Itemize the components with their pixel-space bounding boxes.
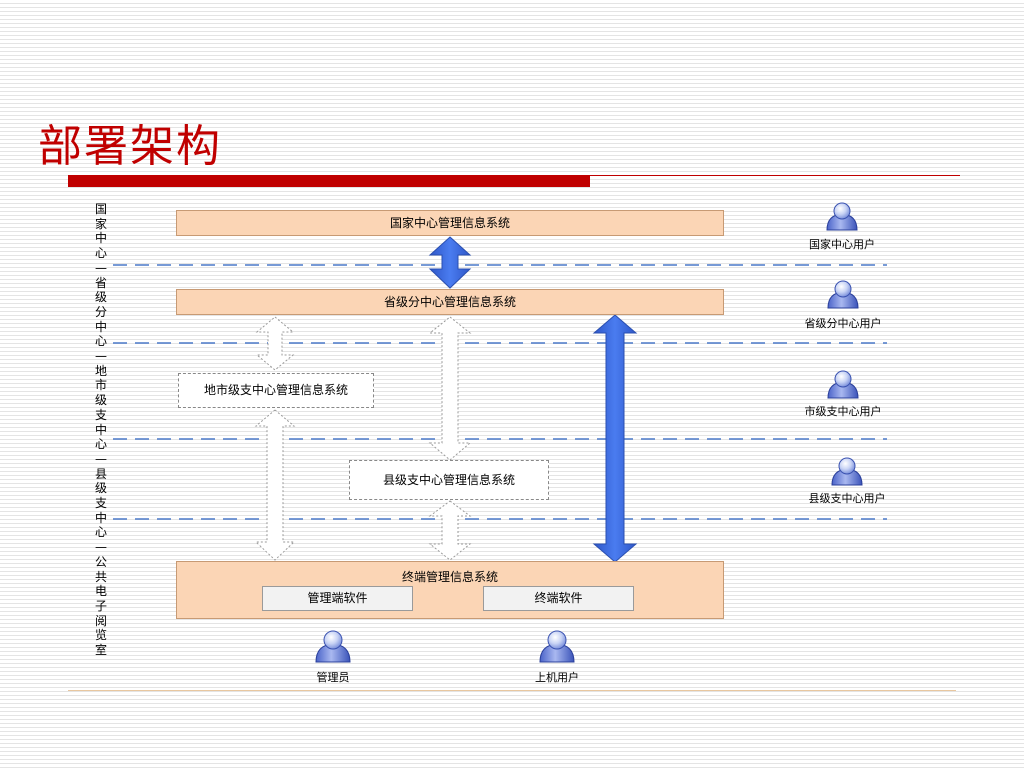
provincial-system-box: 省级分中心管理信息系统 xyxy=(176,289,724,315)
title-underline xyxy=(590,175,960,176)
person-icon xyxy=(827,280,859,309)
hierarchy-side-label: 国家中心—省级分中心—地市级支中心—县级支中心—公共电子阅览室 xyxy=(94,202,107,658)
county-system-box: 县级支中心管理信息系统 xyxy=(349,460,549,500)
slide-title: 部署架构 xyxy=(38,121,222,172)
title-accent-bar xyxy=(68,175,590,187)
terminal-software-box: 终端软件 xyxy=(483,586,634,611)
national-user-label: 国家中心用户 xyxy=(809,238,875,251)
terminal-system-box: 终端管理信息系统 xyxy=(176,561,724,619)
national-provincial-arrow xyxy=(428,236,472,289)
admin-software-box: 管理端软件 xyxy=(262,586,413,611)
provincial-county-arrow xyxy=(428,316,472,461)
person-icon xyxy=(831,457,863,486)
provincial-city-arrow xyxy=(255,316,295,371)
online-user-label: 上机用户 xyxy=(535,671,579,684)
city-terminal-arrow xyxy=(254,409,296,561)
city-user-label: 市级支中心用户 xyxy=(804,405,882,418)
provincial-user-label: 省级分中心用户 xyxy=(804,317,882,330)
person-icon xyxy=(826,202,858,231)
person-icon xyxy=(315,630,351,663)
national-system-box: 国家中心管理信息系统 xyxy=(176,210,724,236)
footer-divider xyxy=(68,690,956,691)
county-user-label: 县级支中心用户 xyxy=(808,492,886,505)
admin-user-label: 管理员 xyxy=(316,671,350,684)
city-system-box: 地市级支中心管理信息系统 xyxy=(178,373,374,408)
person-icon xyxy=(539,630,575,663)
county-terminal-arrow xyxy=(428,500,472,561)
terminal-system-label: 终端管理信息系统 xyxy=(401,570,498,584)
person-icon xyxy=(827,370,859,399)
